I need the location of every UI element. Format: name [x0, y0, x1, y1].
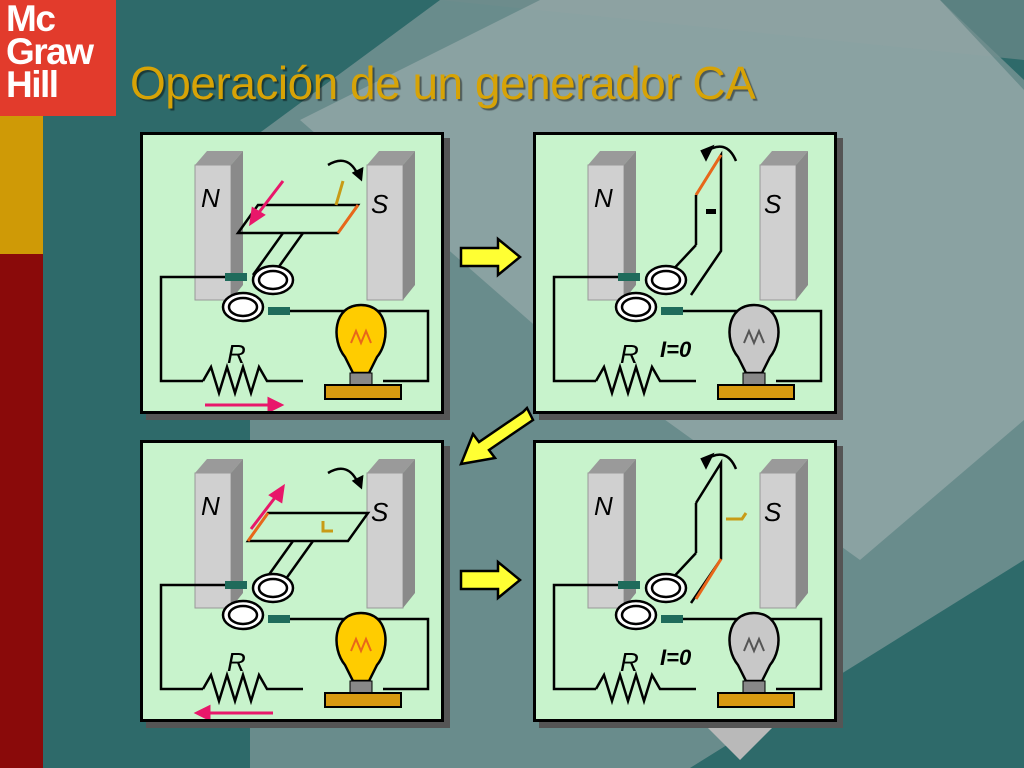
armature-coil — [667, 144, 738, 296]
generator-panel-3: N S R — [140, 440, 444, 722]
current-flow-arrows — [205, 180, 285, 411]
south-label: S — [371, 189, 389, 219]
slide-title: Operación de un generador CA — [130, 57, 756, 109]
resistor-label: R — [620, 647, 639, 677]
south-magnet — [366, 151, 415, 301]
light-bulb — [717, 303, 795, 400]
resistor-label: R — [620, 339, 639, 369]
slip-rings — [221, 264, 295, 323]
logo-line-3: Hill — [6, 64, 59, 105]
south-magnet — [759, 151, 808, 301]
sequence-arrow-right-bottom — [459, 559, 522, 601]
south-label: S — [764, 189, 782, 219]
generator-diagram — [552, 452, 823, 708]
north-label: N — [594, 491, 613, 521]
slip-rings — [614, 264, 688, 323]
south-label: S — [371, 497, 389, 527]
north-label: N — [201, 491, 220, 521]
armature-coil — [245, 467, 371, 584]
logo-line-1: Mc — [6, 0, 56, 39]
north-label: N — [594, 183, 613, 213]
mcgraw-hill-logo: Mc Graw Hill — [0, 0, 116, 116]
generator-panel-4: N S R I=0 — [533, 440, 837, 722]
current-flow-arrows — [193, 483, 285, 719]
decorative-stripe-gold — [0, 116, 43, 254]
generator-diagram — [159, 151, 430, 411]
generator-diagram — [552, 144, 823, 400]
resistor-label: R — [227, 339, 246, 369]
light-bulb — [324, 611, 402, 708]
generator-panel-1: N S R — [140, 132, 444, 414]
zero-current-label: I=0 — [660, 337, 692, 362]
resistor-label: R — [227, 647, 246, 677]
slip-rings — [221, 572, 295, 631]
south-magnet — [759, 459, 808, 609]
armature-coil — [667, 452, 748, 604]
north-label: N — [201, 183, 220, 213]
sequence-arrow-right-top — [459, 236, 522, 278]
zero-current-label: I=0 — [660, 645, 692, 670]
south-label: S — [764, 497, 782, 527]
light-bulb — [717, 611, 795, 708]
generator-diagram — [159, 459, 430, 719]
sequence-arrow-diagonal — [459, 405, 535, 466]
south-magnet — [366, 459, 415, 609]
slip-rings — [614, 572, 688, 631]
decorative-stripe-red — [0, 254, 43, 768]
light-bulb — [324, 303, 402, 400]
logo-line-2: Graw — [6, 31, 94, 72]
generator-panel-2: N S R I=0 — [533, 132, 837, 414]
